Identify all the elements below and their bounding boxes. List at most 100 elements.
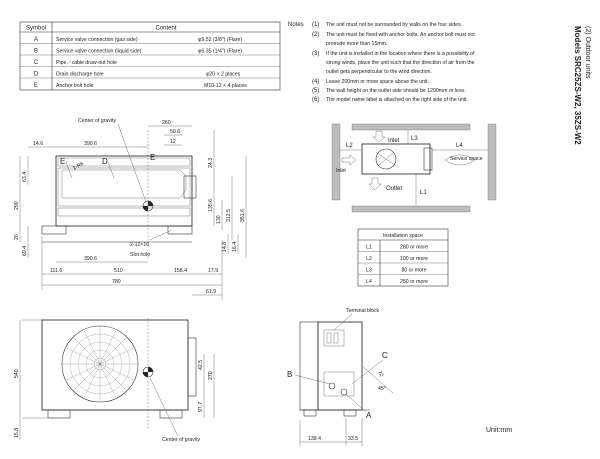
outlet-label: Outlet xyxy=(386,186,402,192)
note-text: Leave 200mm or more space above the unit… xyxy=(326,79,429,85)
dim-780: 780 xyxy=(112,279,121,285)
dim-72: 72 xyxy=(376,370,384,378)
dim-33-5: 33.5 xyxy=(348,436,358,442)
outlet-arrow-icon xyxy=(368,177,382,191)
symbol-cell: D xyxy=(34,72,39,78)
content-cell: Pipe／cable draw-out hole xyxy=(56,59,117,66)
unit-label: Unit:mm xyxy=(486,427,512,434)
l2-label: L2 xyxy=(346,143,353,149)
dim-97-7: 97.7 xyxy=(198,402,204,412)
note-text: The unit must be fixed with anchor bolts… xyxy=(326,32,475,38)
letter-c: C xyxy=(382,351,388,360)
note-num: (3) xyxy=(312,51,319,57)
spec-cell: φ6.35 (1/4") (Flare) xyxy=(198,49,242,55)
content-cell: Anchor bolt hole xyxy=(56,83,94,89)
dim-61-9: 61.9 xyxy=(206,289,216,295)
dim-16-4: 16.4 xyxy=(232,242,238,252)
inlet-top-arrow-icon xyxy=(372,130,386,143)
spec-cell: M10-12 × 4 places xyxy=(204,83,247,89)
dim-390-6-bottom: 390.6 xyxy=(84,256,97,262)
note-num: (4) xyxy=(312,79,319,85)
dim-20: 20 xyxy=(14,234,20,240)
unit-outline xyxy=(361,143,431,175)
space-value: 80 or more xyxy=(401,268,426,274)
fan-icon xyxy=(375,148,397,170)
fan-grille-icon xyxy=(61,325,139,403)
space-value: 100 or more xyxy=(400,256,428,262)
space-value: 250 or more xyxy=(400,279,428,285)
dim-540: 540 xyxy=(14,369,20,378)
dim-130: 130 xyxy=(216,215,222,224)
note-text: protrude more than 15mm. xyxy=(326,41,387,47)
gas-valve-icon xyxy=(340,388,348,396)
unit-side-outline xyxy=(317,321,363,411)
spec-cell: φ9.52 (3/8") (Flare) xyxy=(198,37,242,43)
notes-label: Notes xyxy=(288,22,304,28)
symbol-cell: A xyxy=(34,37,38,43)
letter-e-left: E xyxy=(60,157,65,166)
space-key: L1 xyxy=(366,245,372,251)
dim-351-6: 351.6 xyxy=(240,209,246,222)
liquid-valve-icon xyxy=(328,382,336,390)
front-cog-label: Center of gravity xyxy=(162,437,200,443)
dim-312-5: 312.5 xyxy=(226,209,232,222)
model-name: Models SRC25ZS-W2, 35ZS-W2 xyxy=(573,26,582,145)
dim-260: 260 xyxy=(162,120,171,126)
inlet-left-arrow-icon xyxy=(341,154,357,166)
dim-50-6: 50.6 xyxy=(170,129,180,135)
side-view: Terminal block B C A 72 45° 138.4 33.5 xyxy=(287,308,395,446)
service-space-bubble xyxy=(444,154,476,166)
installation-space-header: Installation space xyxy=(383,233,423,239)
bottom-wall xyxy=(351,205,471,213)
space-key: L3 xyxy=(366,268,372,274)
space-value: 280 or more xyxy=(400,245,428,251)
dim-270: 270 xyxy=(208,371,214,380)
installation-space-table: Installation space L1 280 or more L2 100… xyxy=(357,228,449,287)
left-foot xyxy=(41,225,67,235)
dim-158-4: 158.4 xyxy=(174,268,187,274)
space-key: L4 xyxy=(366,279,372,285)
dim-69-4: 69.4 xyxy=(22,246,28,256)
letter-e-right: E xyxy=(150,153,155,162)
right-foot xyxy=(167,225,193,235)
content-cell: Service valve connection (liquid side) xyxy=(56,49,142,55)
installation-space-diagram: L2 L3 L4 L1 Inlet Inlet Outlet Service s… xyxy=(331,123,497,213)
symbol-col-header: Symbol xyxy=(26,26,46,32)
left-wall xyxy=(331,123,341,201)
inlet-top-label: Inlet xyxy=(388,138,400,144)
symbol-cell: B xyxy=(34,49,38,55)
dim-12: 12 xyxy=(170,139,176,145)
dim-138-4: 138.4 xyxy=(308,436,321,442)
terminal-block-label: Terminal block xyxy=(346,308,380,314)
side-title: (2) Outdoor units Models SRC25ZS-W2, 35Z… xyxy=(573,26,591,145)
dim-14-6: 14.6 xyxy=(33,141,43,147)
unit-front-outline xyxy=(41,319,189,411)
service-space-label: Service space xyxy=(450,156,483,162)
top-view: Center of gravity E D E 2-R6 260 50.6 12… xyxy=(14,118,247,300)
top-wall xyxy=(351,123,471,131)
note-text: The wall height on the outlet side shoul… xyxy=(326,88,466,94)
unit-top-outline xyxy=(55,155,193,227)
right-wall xyxy=(487,123,497,201)
dim-510: 510 xyxy=(114,268,123,274)
l3-label: L3 xyxy=(411,136,418,142)
inlet-left-label: Inlet xyxy=(336,168,346,174)
note-text: If the unit is installed in the location… xyxy=(326,51,475,57)
dim-24-3: 24.3 xyxy=(208,158,214,168)
note-text: The unit must not be surrounded by walls… xyxy=(326,22,462,28)
letter-a: A xyxy=(366,411,372,420)
content-cell: Service valve connection (gas side) xyxy=(56,37,138,43)
letter-d: D xyxy=(102,157,108,166)
angle-dim: 2-R6 xyxy=(72,161,85,172)
note-num: (1) xyxy=(312,22,319,28)
dim-390-6-top: 390.6 xyxy=(84,141,97,147)
note-text: outlet gets perpendicular to the wind di… xyxy=(326,69,432,75)
note-text: strong winds, place the unit such that t… xyxy=(326,60,475,66)
front-view: Center of gravity 540 15.8 42.5 270 97.7 xyxy=(14,318,215,443)
spec-cell: φ20 × 2 places xyxy=(206,72,241,78)
slot-dim: 2-12×16 xyxy=(130,242,149,248)
notes-block: Notes (1) The unit must not be surrounde… xyxy=(288,22,475,103)
section-heading: (2) Outdoor units xyxy=(584,26,591,79)
dim-290: 290 xyxy=(14,201,20,210)
l1-label: L1 xyxy=(420,190,427,196)
